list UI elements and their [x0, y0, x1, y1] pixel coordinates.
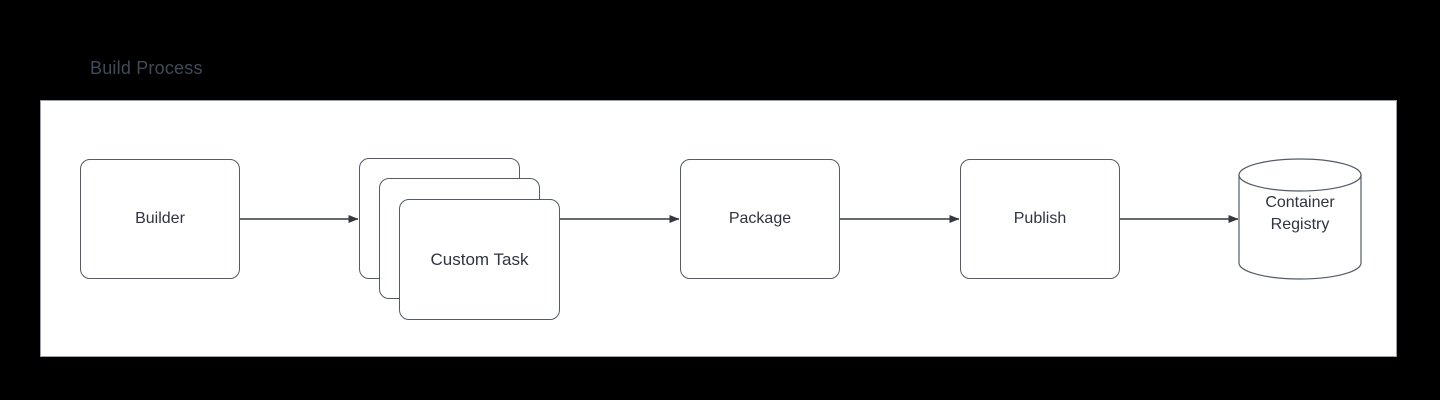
cylinder-top-cap: [1238, 158, 1362, 192]
node-builder[interactable]: Builder: [80, 159, 240, 279]
node-custom-task[interactable]: Custom Task Custom Task Custom Task: [359, 158, 561, 321]
node-package[interactable]: Package: [680, 159, 840, 279]
node-package-label: Package: [728, 210, 792, 227]
node-container-registry[interactable]: [1238, 158, 1362, 280]
node-container-registry-label-line-1: Container: [1265, 194, 1335, 211]
node-publish-label: Publish: [1013, 210, 1067, 227]
page-title: Build Process: [90, 58, 203, 78]
custom-task-card-front[interactable]: Custom Task: [399, 199, 560, 320]
node-publish[interactable]: Publish: [960, 159, 1120, 279]
node-builder-label: Builder: [135, 210, 185, 227]
cylinder-body: [1238, 174, 1362, 280]
custom-task-card-front-label: Custom Task: [430, 249, 529, 269]
node-container-registry-label-line-2: Registry: [1270, 216, 1330, 233]
node-container-registry-label: Container Registry: [1238, 192, 1362, 236]
